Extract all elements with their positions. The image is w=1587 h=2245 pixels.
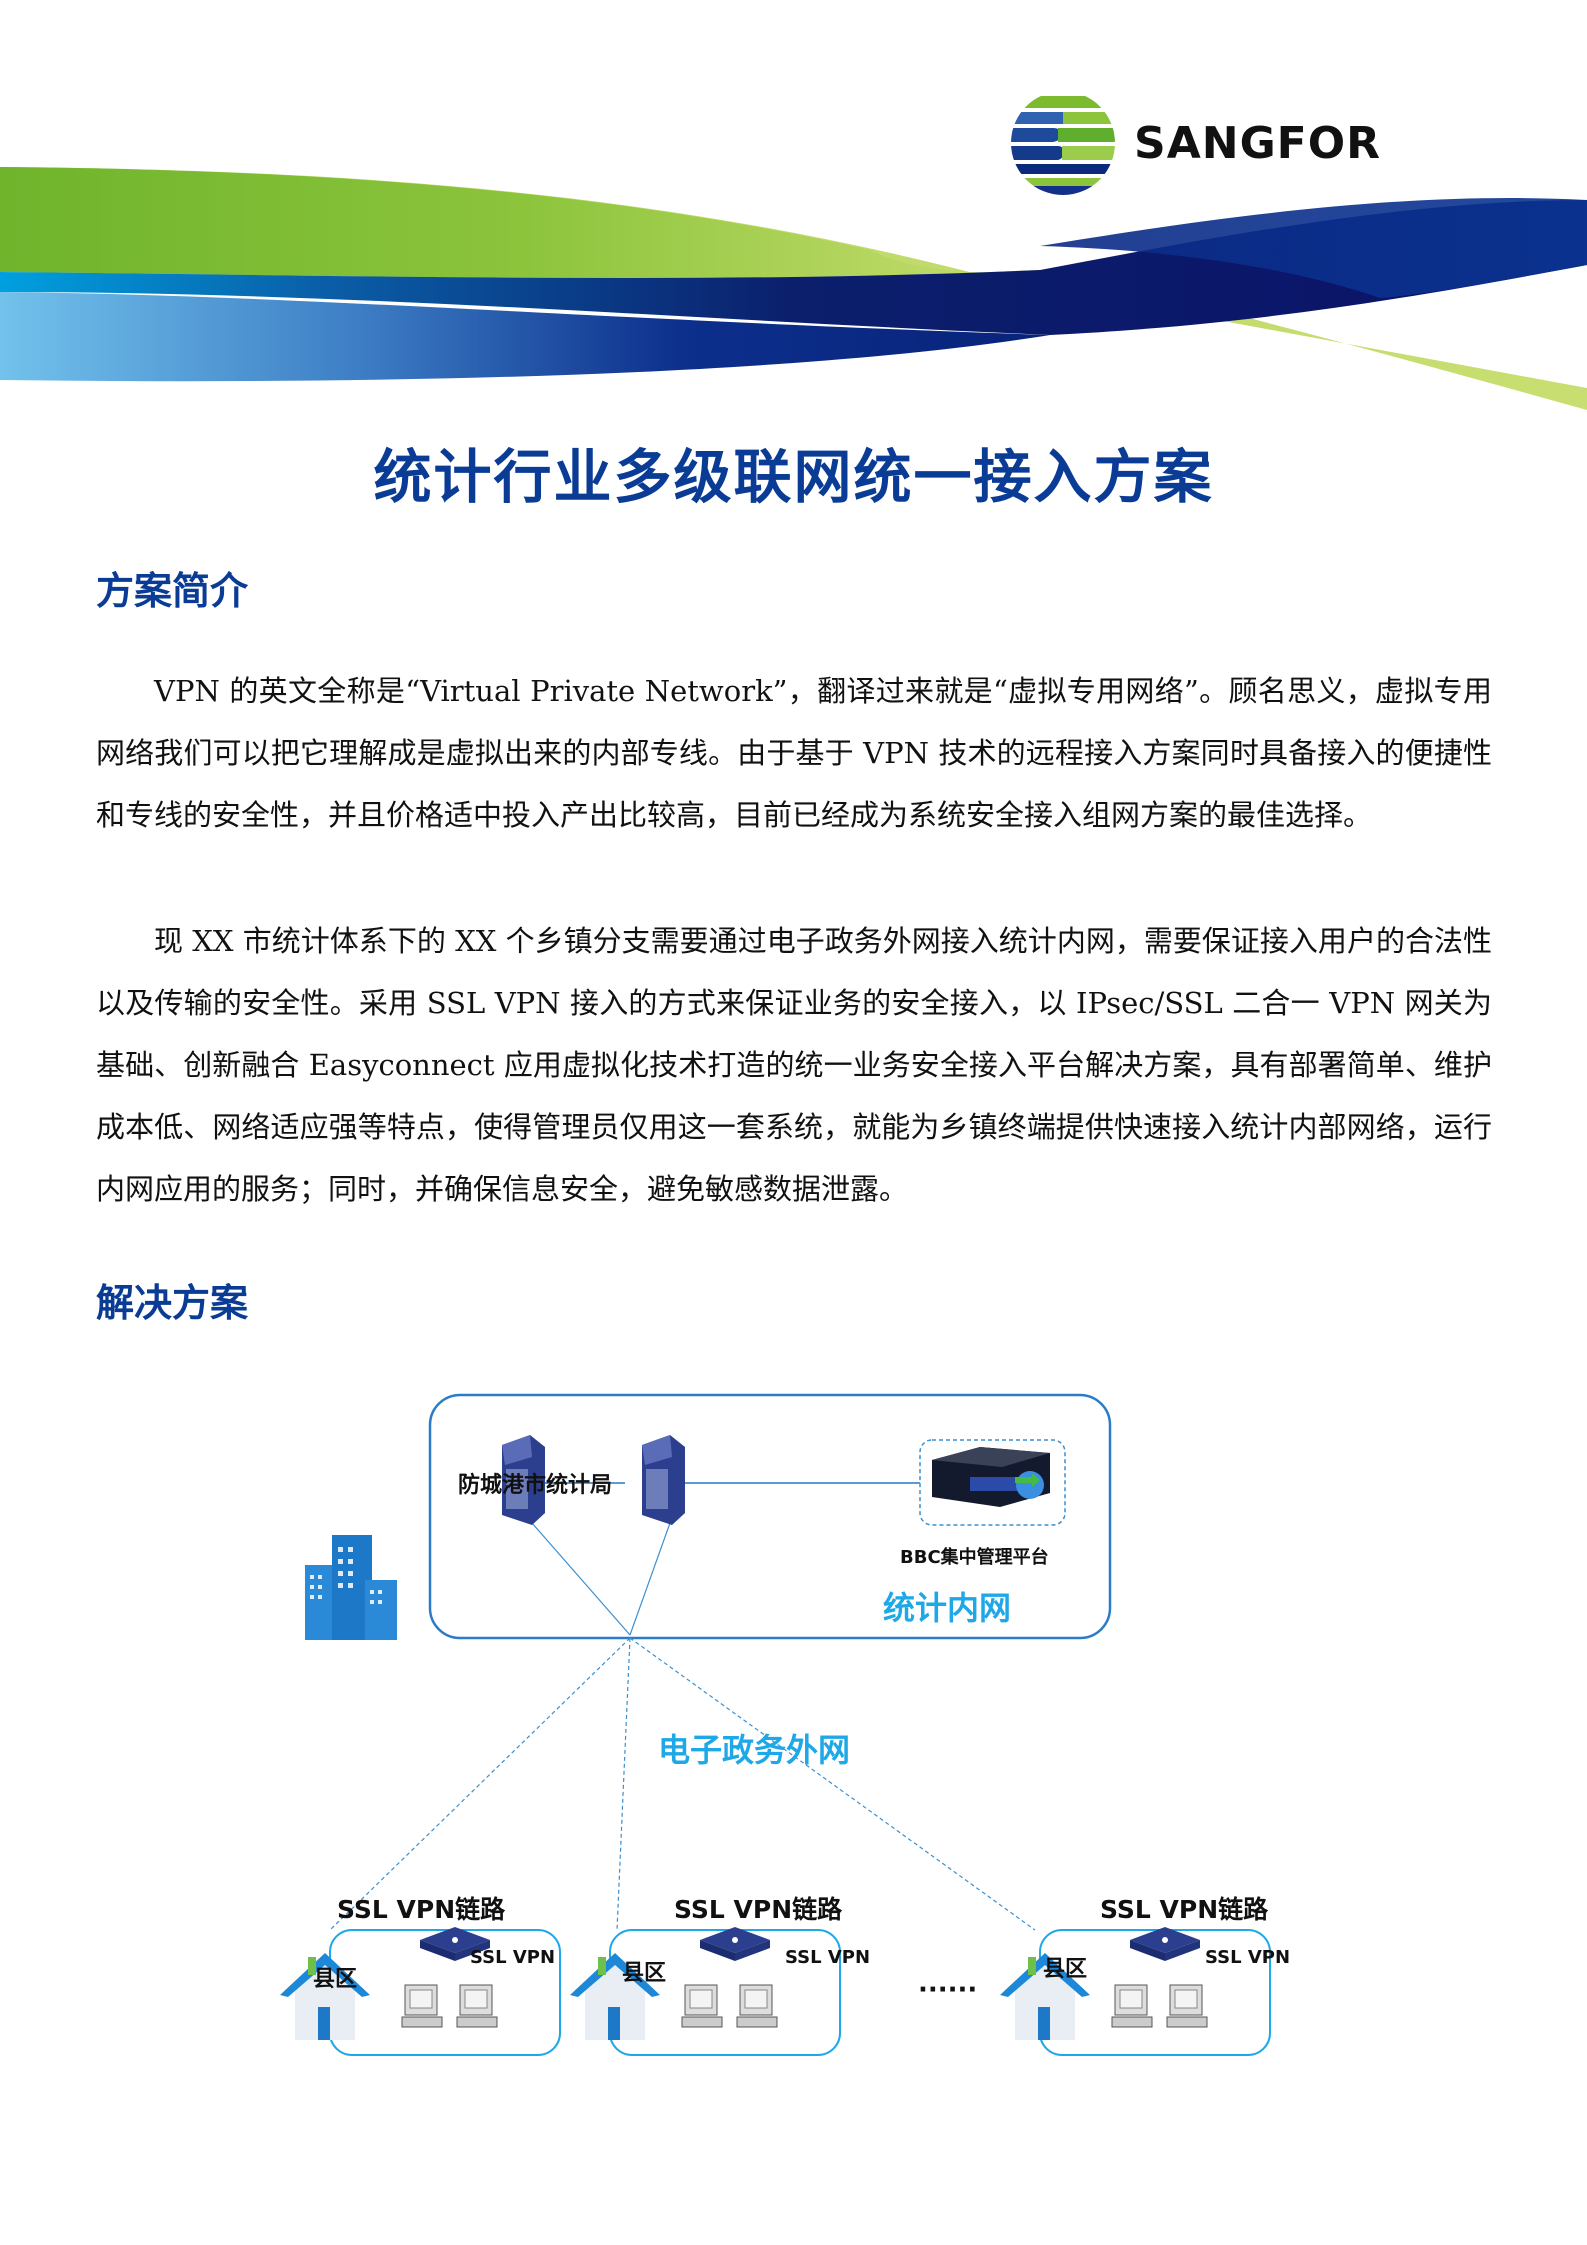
intranet-label: 统计内网 [883,1589,1012,1627]
branch-2-link-label: SSL VPN链路 [674,1895,843,1924]
server-icon [502,1435,545,1525]
branch-3-device-label: SSL VPN [1205,1947,1291,1968]
branch-2-icons [570,1927,778,2040]
branch-2-device-label: SSL VPN [785,1947,871,1968]
more-branches-ellipsis: ······ [918,1975,978,2005]
branch-1-site-label: 县区 [313,1967,358,1992]
sangfor-globe-icon [1011,91,1115,195]
section-heading-solution: 解决方案 [96,1281,249,1325]
page-title: 统计行业多级联网统一接入方案 [373,443,1214,511]
branch-3-site-label: 县区 [1043,1957,1088,1982]
building-icon [305,1535,397,1640]
sangfor-logo: SANGFOR [1008,88,1381,198]
extranet-label: 电子政务外网 [658,1731,851,1769]
network-topology-diagram: 防城港市统计局 BBC集中管理平台 统计内网 电子政务外网 SSL VPN链路 … [280,1385,1320,2065]
branch-2-site-label: 县区 [622,1961,667,1986]
branch-1-device-label: SSL VPN [470,1947,556,1968]
header-banner [0,167,1587,410]
branch-3-link-label: SSL VPN链路 [1100,1895,1269,1924]
branch-1-icons [280,1927,498,2040]
server-icon [642,1435,685,1525]
branch-1-link-label: SSL VPN链路 [337,1895,506,1924]
bbc-appliance-icon [932,1447,1050,1507]
brand-name: SANGFOR [1134,117,1382,169]
hq-name-label: 防城港市统计局 [458,1473,613,1498]
branch-3-icons [1000,1927,1208,2040]
intro-paragraph-1: VPN 的英文全称是“Virtual Private Network”，翻译过来… [96,674,1492,832]
topology-lines [280,1393,1271,2056]
section-heading-intro: 方案简介 [96,569,249,613]
intro-paragraph-2: 现 XX 市统计体系下的 XX 个乡镇分支需要通过电子政务外网接入统计内网，需要… [96,924,1492,1206]
bbc-platform-label: BBC集中管理平台 [900,1547,1049,1568]
